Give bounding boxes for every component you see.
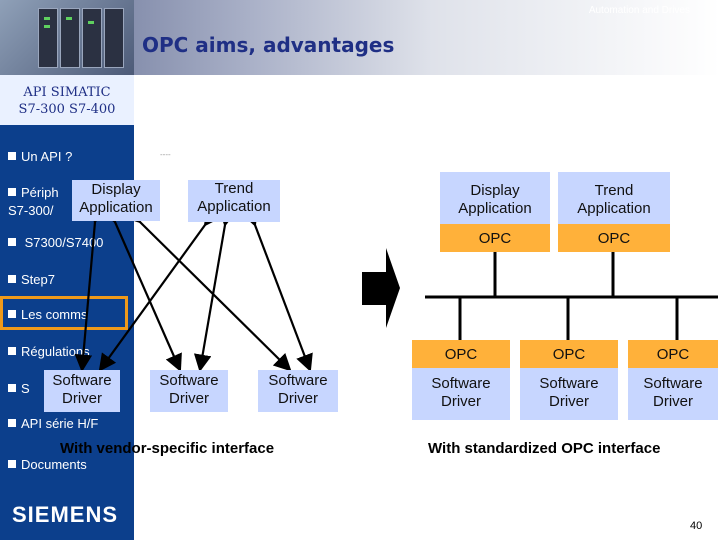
sidebar-item-regulations[interactable]: Régulations xyxy=(8,344,90,359)
bullet-icon xyxy=(8,460,16,468)
trend-application-box: Trend Application xyxy=(188,180,280,222)
connection-line xyxy=(74,205,106,373)
transition-arrow-icon xyxy=(362,248,400,328)
opc-interface-box: OPC xyxy=(520,340,618,368)
software-driver-box: Software Driver xyxy=(520,368,618,420)
software-driver-box: Software Driver xyxy=(44,370,120,412)
sidebar-item-un-api[interactable]: Un API ? xyxy=(8,149,72,164)
software-driver-box: Software Driver xyxy=(150,370,228,412)
opc-interface-box: OPC xyxy=(440,224,550,252)
opc-interface-box: OPC xyxy=(412,340,510,368)
sidebar-item-s[interactable]: S xyxy=(8,381,30,396)
software-driver-box: Software Driver xyxy=(628,368,718,420)
siemens-logo: SIEMENS xyxy=(12,502,119,527)
left-caption: With vendor-specific interface xyxy=(60,440,275,457)
right-caption: With standardized OPC interface xyxy=(428,440,661,457)
sidebar-item-les-comms[interactable]: Les comms xyxy=(8,307,87,322)
sidebar-item-label: Un API ? xyxy=(21,149,73,164)
bullet-icon xyxy=(8,275,16,283)
opc-interface-box: OPC xyxy=(628,340,718,368)
bullet-icon xyxy=(8,152,16,160)
sidebar-heading-box xyxy=(0,75,134,125)
plc-module xyxy=(82,8,102,68)
display-application-box: Display Application xyxy=(72,180,160,221)
page-number: 40 xyxy=(690,520,703,532)
bullet-icon xyxy=(8,347,16,355)
connection-line xyxy=(100,204,182,373)
sidebar-item-step7[interactable]: Step7 xyxy=(8,272,55,287)
trend-application-box: Trend Application xyxy=(558,172,670,224)
plc-module xyxy=(38,8,58,68)
sidebar-item-label: Périph xyxy=(21,185,59,200)
sidebar-item-label: Step7 xyxy=(21,272,55,287)
bullet-icon xyxy=(8,384,16,392)
connection-line xyxy=(122,204,292,372)
page-title: OPC aims, advantages xyxy=(142,33,395,57)
sidebar-item-s7-300[interactable]: S7-300/ xyxy=(8,203,54,218)
bullet-icon xyxy=(8,310,16,318)
sidebar-item-label: Documents xyxy=(21,457,87,472)
plc-module xyxy=(104,8,124,68)
bullet-icon xyxy=(8,188,16,196)
sidebar-item-label: API série H/F xyxy=(21,416,99,431)
bullet-icon xyxy=(8,238,16,246)
sidebar-item-documents[interactable]: Documents xyxy=(8,457,87,472)
sidebar-item-api-serie[interactable]: API série H/F xyxy=(8,416,98,431)
sidebar-item-label: S7-300/ xyxy=(8,203,54,218)
connection-line xyxy=(98,207,222,372)
sidebar-item-label: S xyxy=(21,381,30,396)
bullet-icon xyxy=(8,419,16,427)
opc-interface-box: OPC xyxy=(558,224,670,252)
connection-line xyxy=(241,207,313,373)
software-driver-box: Software Driver xyxy=(258,370,338,412)
sidebar-item-label: Les comms xyxy=(21,307,88,322)
sidebar-heading-line: S7-300 S7-400 xyxy=(18,102,116,117)
sidebar-heading: API SIMATIC S7-300 S7-400 xyxy=(0,84,134,118)
sidebar-item-periph[interactable]: Périph xyxy=(8,185,59,200)
brand-label: Automation and Drives xyxy=(588,5,690,16)
connection-line xyxy=(193,208,237,373)
plc-module xyxy=(60,8,80,68)
display-application-box: Display Application xyxy=(440,172,550,224)
plc-image xyxy=(0,0,134,75)
dash-mark: ---- xyxy=(160,150,171,159)
sidebar-item-label: Régulations xyxy=(21,344,90,359)
sidebar-heading-line: API SIMATIC xyxy=(23,85,111,100)
software-driver-box: Software Driver xyxy=(412,368,510,420)
